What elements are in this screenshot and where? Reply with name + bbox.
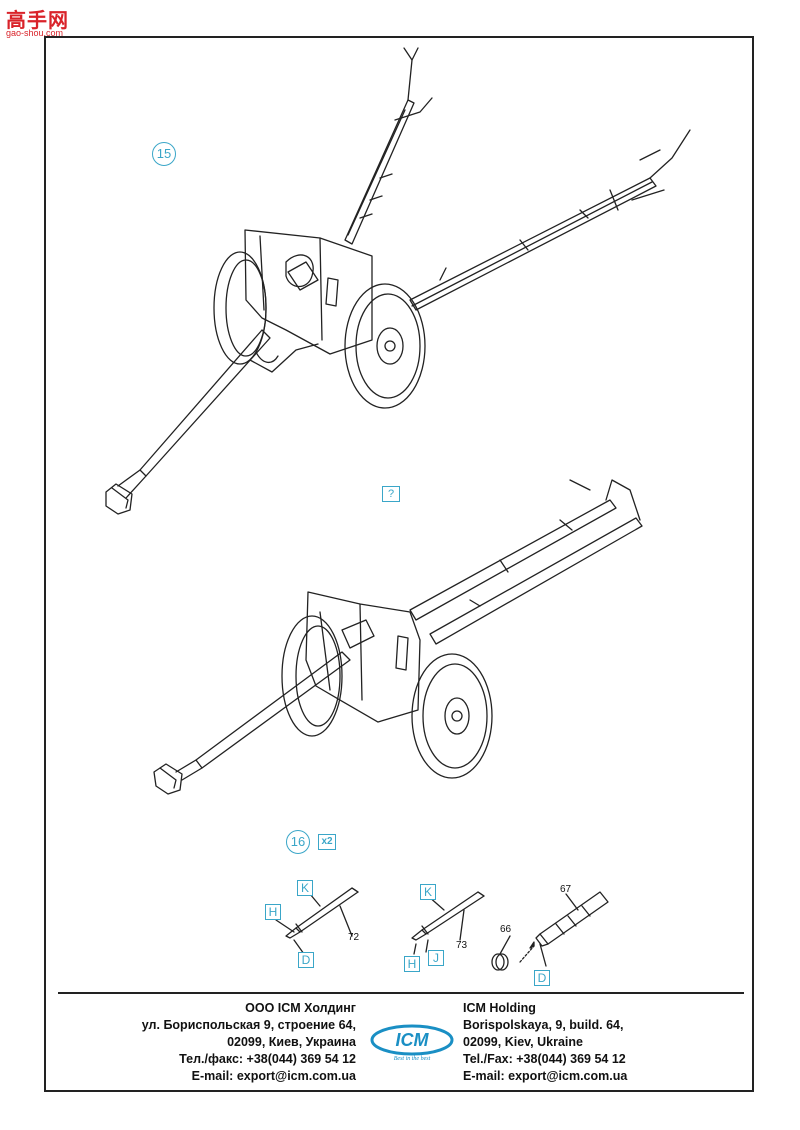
email-en: E-mail: export@icm.com.ua xyxy=(463,1069,628,1083)
company-name-en: ICM Holding xyxy=(463,1001,536,1015)
question-marker: ? xyxy=(382,486,400,502)
watermark-logo: 高手网 gao-shou.com xyxy=(4,4,74,40)
label-d-72: D xyxy=(298,952,314,968)
label-d-67: D xyxy=(534,970,550,986)
watermark-url: gao-shou.com xyxy=(6,28,64,38)
city-en: 02099, Kiev, Ukraine xyxy=(463,1035,583,1049)
page-frame xyxy=(44,36,754,1092)
step-16-marker: 16 xyxy=(286,830,310,854)
address-english: ICM Holding Borispolskaya, 9, build. 64,… xyxy=(463,1000,627,1085)
part-number-73: 73 xyxy=(456,940,468,951)
part-73-shell xyxy=(411,891,485,955)
part-number-66: 66 xyxy=(500,924,512,935)
step-15-marker: 15 xyxy=(152,142,176,166)
email-ru: E-mail: export@icm.com.ua xyxy=(191,1069,356,1083)
gun-illustration-bottom xyxy=(153,479,643,795)
company-name-ru: ООО ICM Холдинг xyxy=(245,1001,356,1015)
part-number-72: 72 xyxy=(348,932,360,943)
part-number-67: 67 xyxy=(560,884,572,895)
icm-logo: ICM Best in the best xyxy=(370,1022,454,1062)
logo-tagline: Best in the best xyxy=(394,1056,431,1062)
watermark-text: 高手网 xyxy=(6,10,69,32)
street-en: Borispolskaya, 9, build. 64, xyxy=(463,1018,624,1032)
logo-text: ICM xyxy=(396,1030,430,1050)
gun-illustration-top xyxy=(105,47,691,515)
phone-ru: Тел./факс: +38(044) 369 54 12 xyxy=(179,1052,356,1066)
phone-en: Tel./Fax: +38(044) 369 54 12 xyxy=(463,1052,626,1066)
city-ru: 02099, Киев, Украина xyxy=(227,1035,356,1049)
label-k-72: K xyxy=(297,880,313,896)
label-h-73: H xyxy=(404,956,420,972)
label-k-73: K xyxy=(420,884,436,900)
part-66-primer xyxy=(491,935,511,971)
part-72-shell xyxy=(275,887,359,955)
address-russian: ООО ICM Холдинг ул. Бориспольская 9, стр… xyxy=(142,1000,356,1085)
multiplier-badge: x2 xyxy=(318,834,336,850)
part-67-case xyxy=(519,891,609,967)
footer-divider xyxy=(58,992,744,994)
label-j-73: J xyxy=(428,950,444,966)
label-h-72: H xyxy=(265,904,281,920)
street-ru: ул. Бориспольская 9, строение 64, xyxy=(141,1018,356,1032)
